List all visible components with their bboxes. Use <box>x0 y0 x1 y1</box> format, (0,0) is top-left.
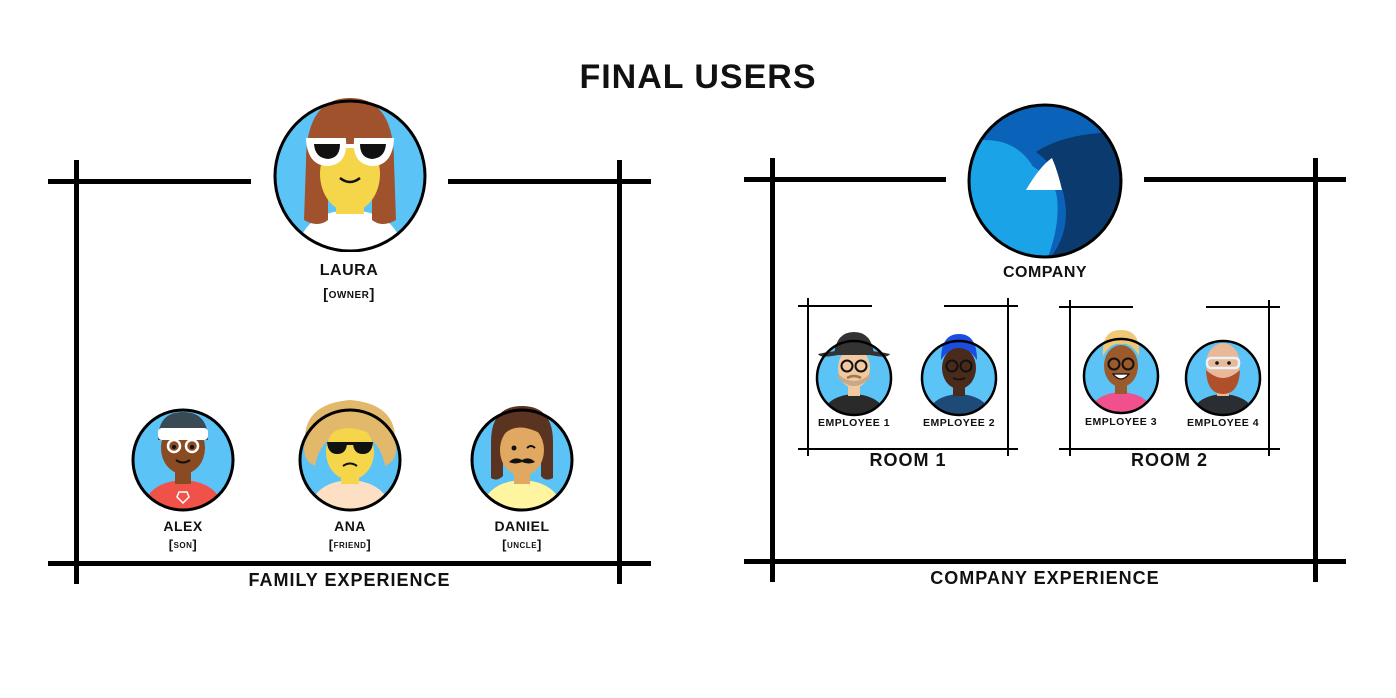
employee-name: EMPLOYEE 2 <box>922 417 996 429</box>
frame-line <box>1059 448 1280 450</box>
family-experience-label: FAMILY EXPERIENCE <box>248 570 451 590</box>
frame-line <box>48 179 251 184</box>
frame-line <box>617 160 622 584</box>
avatar-laura <box>272 92 428 252</box>
frame-line <box>944 305 1018 307</box>
frame-line <box>1268 300 1270 456</box>
member-role: [UNCLE] <box>502 537 542 552</box>
avatar-employee-3 <box>1081 326 1161 416</box>
avatar-alex <box>130 402 236 512</box>
employee-name: EMPLOYEE 3 <box>1084 416 1158 428</box>
frame-line <box>74 160 79 584</box>
owner-role: [OWNER] <box>323 286 375 303</box>
frame-line <box>448 179 651 184</box>
employee-name: EMPLOYEE 4 <box>1186 417 1260 429</box>
page-title: FINAL USERS <box>579 58 817 96</box>
frame-line <box>807 298 809 456</box>
avatar-ana <box>297 398 403 512</box>
avatar-employee-4 <box>1183 328 1263 418</box>
member-role-text: SON <box>173 541 193 550</box>
frame-line <box>1007 298 1009 456</box>
owner-role-text: OWNER <box>328 290 370 301</box>
company-experience-label: COMPANY EXPERIENCE <box>930 568 1160 588</box>
member-name: DANIEL <box>494 518 550 534</box>
member-name: ANA <box>334 518 366 534</box>
room-label: ROOM 1 <box>869 450 947 470</box>
frame-line <box>48 561 651 566</box>
member-name: ALEX <box>163 518 203 534</box>
frame-line <box>798 305 872 307</box>
frame-line <box>1313 158 1318 582</box>
company-name: COMPANY <box>1002 264 1088 281</box>
frame-line <box>744 559 1346 564</box>
member-role-text: FRIEND <box>333 541 367 550</box>
room-label: ROOM 2 <box>1130 450 1208 470</box>
member-role: [FRIEND] <box>328 537 372 552</box>
avatar-employee-1 <box>814 328 894 418</box>
member-role-text: UNCLE <box>506 541 538 550</box>
frame-line <box>744 177 946 182</box>
frame-line <box>1059 306 1133 308</box>
owner-name: LAURA <box>319 262 379 279</box>
company-logo <box>966 102 1124 260</box>
frame-line <box>798 448 1018 450</box>
employee-name: EMPLOYEE 1 <box>817 417 891 429</box>
member-role: [SON] <box>168 537 198 552</box>
frame-line <box>1069 300 1071 456</box>
frame-line <box>1144 177 1346 182</box>
frame-line <box>1206 306 1280 308</box>
avatar-daniel <box>469 402 575 512</box>
frame-line <box>770 158 775 582</box>
avatar-employee-2 <box>919 330 999 418</box>
